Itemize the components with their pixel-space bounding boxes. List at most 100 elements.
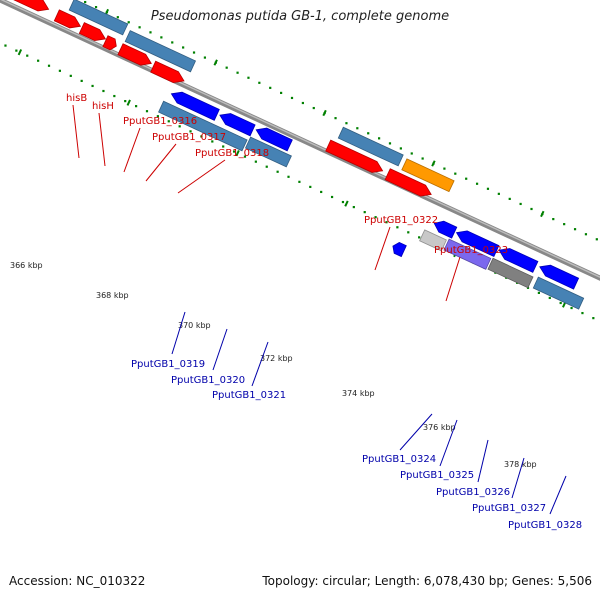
tick-dot-inner [124, 99, 127, 103]
tick-dot-outer [269, 86, 272, 89]
gene-label-PputGB1_0324[interactable]: PputGB1_0324 [362, 454, 436, 465]
tick-dot-outer [258, 81, 261, 84]
gene-label-PputGB1_0316[interactable]: PputGB1_0316 [123, 116, 197, 127]
tick-dot-inner [407, 231, 410, 234]
tick-dot-outer [160, 36, 163, 39]
tick-dot-outer [171, 41, 174, 44]
tick-dot-inner [298, 180, 301, 183]
tick-dot-inner [211, 140, 214, 143]
tick-dot-outer [356, 127, 359, 130]
leader-line [374, 226, 391, 271]
cds-bar-PputGB1_0317 [124, 30, 197, 73]
gene-label-PputGB1_0321[interactable]: PputGB1_0321 [212, 390, 286, 401]
genome-backbone-highlight [0, 0, 600, 278]
tick-dot-outer [465, 177, 468, 180]
cds-bar-PputGB1_0328 [532, 276, 585, 310]
gene-arrow-PputGB1_0328 [539, 264, 580, 290]
cds-bar-PputGB1_0322 [337, 126, 404, 167]
leader-line [251, 341, 269, 387]
tick-dot-outer [182, 46, 185, 49]
major-tick-inner [17, 49, 23, 56]
gene-arrow-hisB [13, 0, 50, 12]
leader-line [445, 256, 461, 302]
gene-label-PputGB1_0325[interactable]: PputGB1_0325 [400, 470, 474, 481]
tick-dot-outer [421, 157, 424, 160]
tick-dot-inner [570, 306, 573, 310]
tick-dot-inner [47, 64, 51, 67]
gene-label-PputGB1_0317[interactable]: PputGB1_0317 [152, 132, 226, 143]
major-tick-inner [235, 150, 240, 157]
gene-arrow-PputGB1_0322 [325, 139, 384, 173]
leader-line [72, 104, 80, 159]
gene-arrow-PputGB1_0317 [117, 43, 152, 66]
leader-line [177, 159, 226, 194]
tick-dot-outer [388, 142, 392, 145]
map-title: Pseudomonas putida GB-1, complete genome [150, 9, 450, 24]
tick-dot-inner [243, 155, 247, 158]
tick-dot-inner [548, 296, 551, 300]
tick-dot-inner [135, 105, 138, 108]
gene-label-hisH[interactable]: hisH [92, 101, 114, 112]
tick-dot-outer [475, 182, 479, 185]
feature-bar-PputGB1_0325 [419, 229, 447, 252]
gene-label-PputGB1_0328[interactable]: PputGB1_0328 [508, 520, 582, 531]
tick-dot-outer [345, 122, 348, 125]
tick-dot-inner [189, 130, 192, 133]
tick-dot-inner [200, 135, 203, 138]
tick-dot-outer [367, 132, 370, 135]
gene-label-PputGB1_0318[interactable]: PputGB1_0318 [195, 148, 269, 159]
gene-label-PputGB1_0327[interactable]: PputGB1_0327 [472, 503, 546, 514]
gene-label-PputGB1_0320[interactable]: PputGB1_0320 [171, 375, 245, 386]
tick-dot-inner [265, 165, 268, 168]
gene-label-PputGB1_0322[interactable]: PputGB1_0322 [364, 215, 438, 226]
gene-arrow-PputGB1_0325 [433, 220, 458, 239]
gene-arrow-PputGB1_0318 [150, 60, 185, 84]
feature-bar-PputGB1_0326 [443, 238, 492, 270]
tick-dot-inner [156, 115, 159, 118]
tick-dot-inner [537, 291, 541, 294]
major-tick-outer [540, 210, 545, 218]
tick-dot-outer [486, 187, 490, 190]
tick-dot-inner [330, 195, 334, 199]
tick-dot-inner [178, 125, 181, 128]
tick-dot-inner [102, 89, 105, 93]
feature-bar-PputGB1_0323 [401, 158, 455, 193]
major-tick-outer [322, 109, 327, 117]
tick-dot-inner [80, 79, 83, 83]
leader-line [439, 419, 458, 467]
tick-dot-outer [149, 31, 152, 34]
gene-label-PputGB1_0319[interactable]: PputGB1_0319 [131, 359, 205, 370]
cds-bar-PputGB1_0321 [244, 136, 292, 168]
genome-backbone [0, 0, 600, 281]
tick-dot-outer [519, 202, 522, 206]
tick-dot-inner [232, 150, 236, 153]
gene-arrow-PputGB1_0320 [219, 113, 256, 137]
tick-dot-inner [91, 84, 94, 88]
tick-dot-outer [443, 167, 446, 170]
tick-dot-inner [581, 311, 584, 315]
scale-label: 374 kbp [342, 389, 375, 398]
leader-line [399, 413, 433, 451]
gene-label-PputGB1_0323[interactable]: PputGB1_0323 [434, 245, 508, 256]
gene-label-PputGB1_0326[interactable]: PputGB1_0326 [436, 487, 510, 498]
leader-line [171, 311, 186, 355]
tick-dot-inner [374, 216, 377, 219]
tick-dot-outer [508, 197, 511, 201]
tick-dot-inner [254, 160, 257, 163]
tick-dot-outer [225, 66, 228, 69]
tick-dot-outer [497, 192, 500, 195]
tick-dot-outer [584, 233, 588, 236]
gene-arrow-PputGB1_0326 [455, 230, 500, 258]
tick-dot-outer [84, 0, 87, 4]
tick-dot-outer [377, 137, 381, 140]
tick-dot-inner [145, 110, 149, 113]
gene-arrow-PputGB1_0319 [170, 91, 220, 121]
tick-dot-inner [58, 69, 62, 72]
scale-label: 366 kbp [10, 261, 43, 270]
tick-dot-outer [301, 101, 304, 105]
tick-dot-inner [4, 44, 7, 47]
tick-dot-inner [341, 200, 345, 204]
tick-dot-outer [127, 21, 130, 24]
gene-label-hisB[interactable]: hisB [66, 93, 87, 104]
